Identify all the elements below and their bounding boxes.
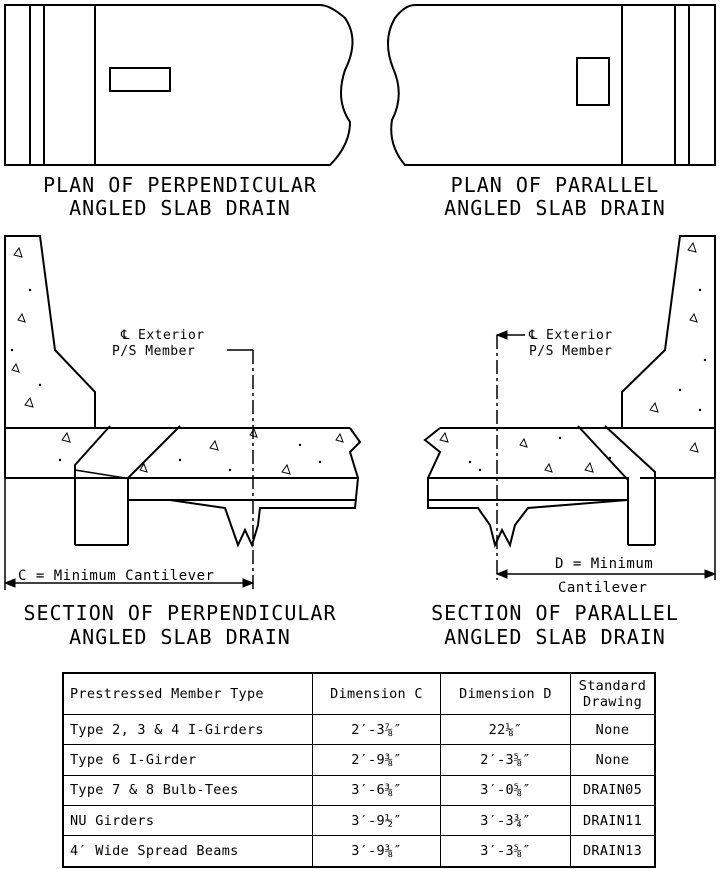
centerline-symbol-right: ℄ [528, 328, 538, 343]
cell-member-type: Type 7 & 8 Bulb-Tees [62, 774, 313, 806]
label-dimension-c: C = Minimum Cantilever [18, 568, 214, 584]
cell-member-type: Type 2, 3 & 4 I-Girders [62, 713, 313, 746]
plan-perpendicular [4, 4, 354, 166]
table-row: Type 2, 3 & 4 I-Girders 2′-3⅞″ 22⅛″ None [62, 713, 656, 746]
cell-member-type: Type 6 I-Girder [62, 744, 313, 776]
table-row: NU Girders 3′-9½″ 3′-3¾″ DRAIN11 [62, 804, 656, 837]
section-parallel [423, 235, 717, 580]
section-perpendicular [3, 235, 362, 590]
caption-section-par-2: ANGLED SLAB DRAIN [444, 625, 666, 649]
table-row: Type 7 & 8 Bulb-Tees 3′-6⅜″ 3′-0⅝″ DRAIN… [62, 774, 656, 806]
caption-plan-par-2: ANGLED SLAB DRAIN [444, 196, 666, 220]
caption-section-perp-1: SECTION OF PERPENDICULAR [24, 601, 337, 625]
dimension-table-container: Prestressed Member Type Dimension C Dime… [62, 672, 656, 868]
cell-dimension-d: 3′-0⅝″ [440, 774, 571, 806]
dimension-table: Prestressed Member Type Dimension C Dime… [62, 672, 656, 868]
cell-standard-drawing: DRAIN13 [570, 835, 656, 868]
cell-standard-drawing: DRAIN11 [570, 804, 656, 837]
caption-section-par-1: SECTION OF PARALLEL [431, 601, 679, 625]
label-member-left: P/S Member [112, 344, 195, 359]
header-dimension-c: Dimension C [312, 672, 441, 715]
label-member-right: P/S Member [529, 344, 612, 359]
cell-dimension-c: 2′-3⅞″ [312, 713, 441, 746]
label-exterior-right: Exterior [546, 328, 613, 343]
plan-parallel [387, 4, 716, 166]
cell-dimension-c: 3′-6⅜″ [312, 774, 441, 806]
caption-section-perp-2: ANGLED SLAB DRAIN [69, 625, 291, 649]
cell-dimension-d: 3′-3⅝″ [440, 835, 571, 868]
label-dimension-d: D = Minimum [555, 556, 653, 572]
label-exterior-left: Exterior [138, 328, 205, 343]
cell-member-type: NU Girders [62, 804, 313, 837]
header-member-type: Prestressed Member Type [62, 672, 313, 715]
table-row: Type 6 I-Girder 2′-9⅜″ 2′-3⅝″ None [62, 744, 656, 776]
caption-plan-perp-2: ANGLED SLAB DRAIN [69, 196, 291, 220]
cell-member-type: 4′ Wide Spread Beams [62, 835, 313, 868]
table-row: 4′ Wide Spread Beams 3′-9⅜″ 3′-3⅝″ DRAIN… [62, 835, 656, 868]
cell-dimension-c: 2′-9⅜″ [312, 744, 441, 776]
centerline-symbol-left: ℄ [120, 328, 130, 343]
cell-dimension-d: 2′-3⅝″ [440, 744, 571, 776]
table-header-row: Prestressed Member Type Dimension C Dime… [62, 672, 656, 715]
cell-dimension-d: 22⅛″ [440, 713, 571, 746]
cell-dimension-d: 3′-3¾″ [440, 804, 571, 837]
cell-dimension-c: 3′-9⅜″ [312, 835, 441, 868]
header-dimension-d: Dimension D [440, 672, 571, 715]
cell-standard-drawing: None [570, 744, 656, 776]
cell-standard-drawing: None [570, 713, 656, 746]
cell-standard-drawing: DRAIN05 [570, 774, 656, 806]
drain-opening-par [576, 57, 610, 106]
cell-dimension-c: 3′-9½″ [312, 804, 441, 837]
header-standard-drawing: Standard Drawing [570, 672, 656, 715]
caption-plan-par-1: PLAN OF PARALLEL [451, 173, 660, 197]
caption-plan-perp-1: PLAN OF PERPENDICULAR [43, 173, 317, 197]
label-dimension-d-2: Cantilever [558, 580, 647, 596]
drain-opening-perp [109, 67, 171, 92]
